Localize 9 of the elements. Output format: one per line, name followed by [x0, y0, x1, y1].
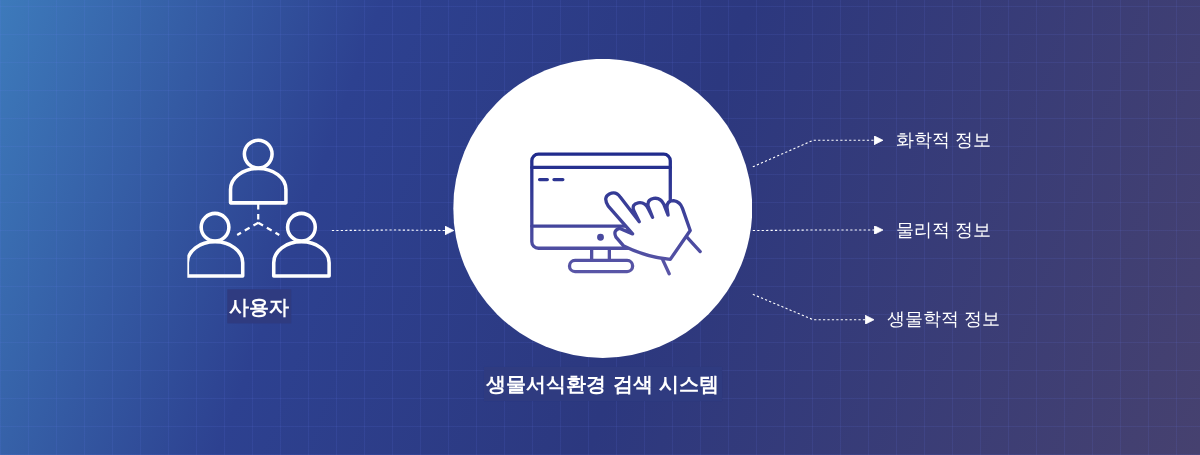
arrow: [752, 135, 884, 168]
arrow: [752, 225, 884, 235]
arrow: [752, 293, 875, 325]
node-label: 생물서식환경 검색 시스템: [486, 372, 720, 396]
node-text: 생물학적 정보: [887, 308, 1000, 330]
node-text: 화학적 정보: [896, 129, 991, 151]
arrow: [331, 225, 455, 236]
node-label: 사용자: [229, 294, 290, 319]
node-text: 물리적 정보: [896, 218, 991, 240]
